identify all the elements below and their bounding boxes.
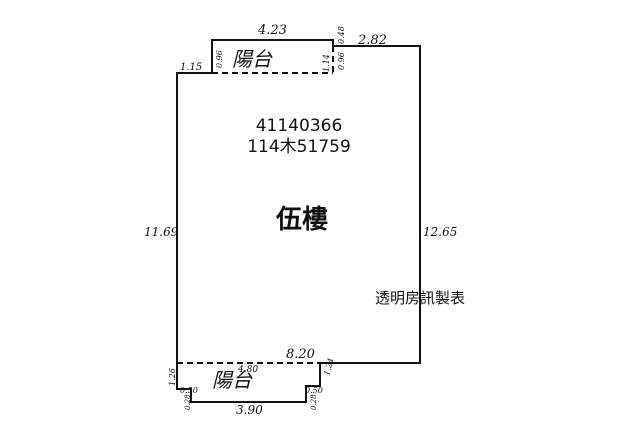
dim-bottom-left-small: 0.28 (184, 394, 192, 410)
dim-left-side: 11.69 (144, 225, 179, 239)
case-number: 114木51759 (247, 137, 351, 157)
dim-bottom-right-step: 0.50 (305, 386, 323, 395)
dim-bottom-width: 3.90 (236, 403, 263, 417)
dim-top-balcony-right-side: 1.14 (322, 54, 331, 72)
bottom-balcony-label: 陽台 (212, 368, 253, 392)
dim-bottom-left-side: 1.26 (168, 368, 177, 386)
floor-label: 伍樓 (276, 204, 328, 235)
parcel-id: 41140366 (256, 116, 343, 136)
dim-top-right: 2.82 (357, 33, 387, 48)
dim-bottom-balcony-inner: 4.80 (237, 365, 258, 375)
dim-right-side: 12.65 (423, 225, 457, 239)
top-balcony-label: 陽台 (232, 47, 273, 71)
dim-bottom-right-small: 0.28 (310, 394, 318, 410)
dim-top-right-step-b: 0.96 (337, 52, 346, 70)
dim-bottom-right-side: 1.24 (322, 357, 335, 377)
dim-top-left-step: 1.15 (180, 62, 202, 73)
dim-bottom-left-step: 0.50 (180, 386, 198, 395)
dim-top-balcony-width: 4.23 (257, 23, 287, 38)
dim-bottom-main: 8.20 (286, 347, 315, 362)
dim-top-balcony-left-side: 0.96 (215, 50, 224, 68)
brand-label: 透明房訊製表 (375, 289, 465, 307)
dim-top-right-step-a: 0.48 (337, 26, 346, 44)
